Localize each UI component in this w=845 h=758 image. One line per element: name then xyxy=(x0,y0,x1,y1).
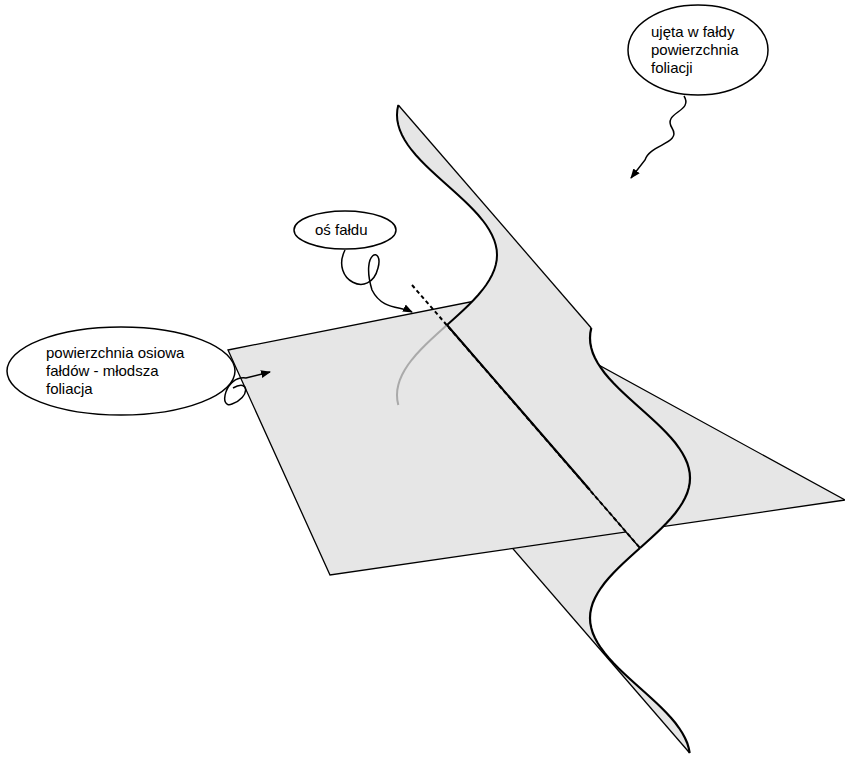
fold-axis xyxy=(412,285,640,548)
back-profile xyxy=(397,105,497,325)
hidden-profile-line xyxy=(397,325,447,405)
front-profile xyxy=(590,328,690,548)
hidden-profile xyxy=(397,325,447,405)
folded-foliation-upper xyxy=(397,105,690,548)
sheet-edge xyxy=(497,530,690,753)
leader-line xyxy=(631,96,686,178)
callout-ellipse: powierzchnia osiowa fałdów - młodsza fol… xyxy=(6,326,236,416)
fold-axis-visible xyxy=(447,325,590,490)
callout-text: oś fałdu xyxy=(315,221,385,239)
sheet-fill xyxy=(397,105,690,548)
callout-ellipse: oś fałdu xyxy=(293,210,397,250)
callout-text: powierzchnia osiowa fałdów - młodsza fol… xyxy=(46,344,186,398)
callout-text: ujęta w fałdy powierzchnia foliacji xyxy=(651,23,755,77)
sheet-edge xyxy=(398,105,591,328)
leader-line xyxy=(342,250,412,312)
front-profile xyxy=(590,548,690,753)
callout-ellipse: ujęta w fałdy powierzchnia foliacji xyxy=(627,4,769,96)
